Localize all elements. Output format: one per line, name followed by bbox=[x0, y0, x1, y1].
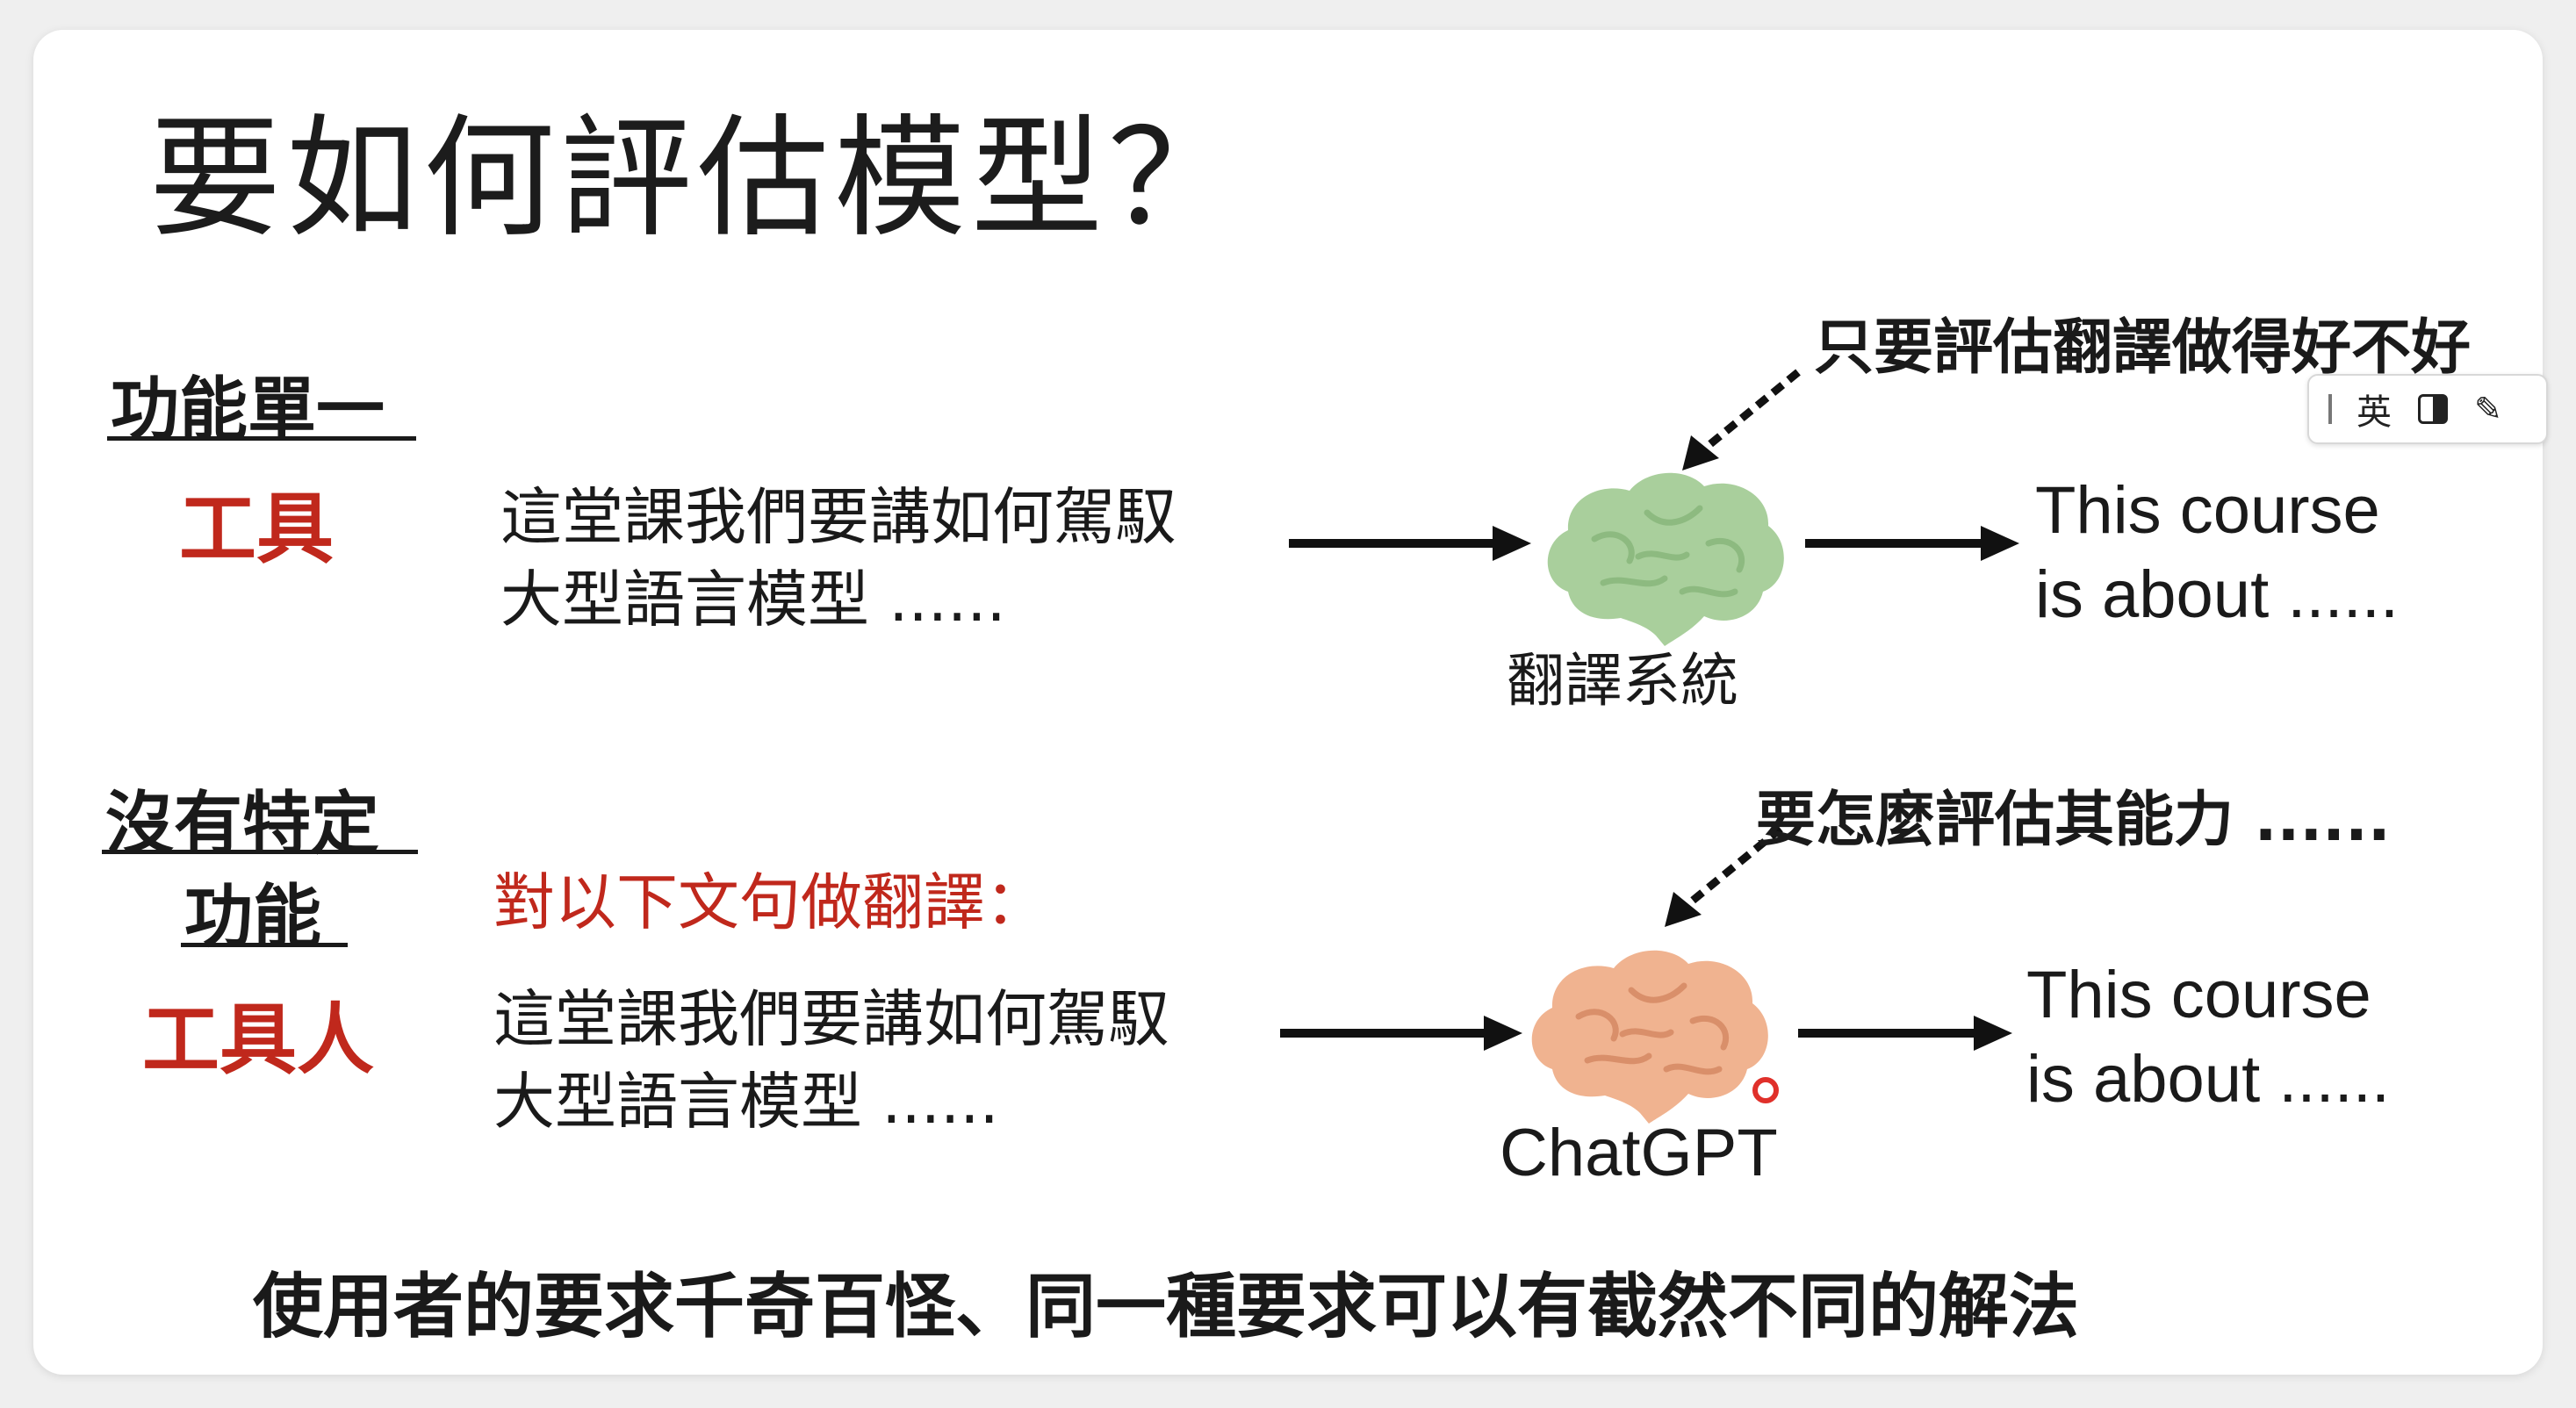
row2-output-arrow-icon bbox=[1798, 1016, 2012, 1051]
row1-brain-fill bbox=[1547, 472, 1784, 646]
ime-toolbar[interactable]: 英 ✎ bbox=[2307, 374, 2548, 444]
row1-category-underline bbox=[107, 436, 416, 441]
presentation-slide: 要如何評估模型？ 功能單一 工具 這堂課我們要講如何駕馭 大型語言模型 ....… bbox=[33, 30, 2543, 1375]
row2-type-label: 工具人 bbox=[142, 995, 375, 1085]
row2-output-line2: is about ...... bbox=[2026, 1042, 2390, 1117]
row2-annotation: 要怎麼評估其能力 ...... bbox=[1756, 786, 2391, 855]
row2-model-caption: ChatGPT bbox=[1500, 1116, 1778, 1190]
row1-output-arrow-icon bbox=[1805, 526, 2019, 561]
row2-input-arrow-icon bbox=[1280, 1016, 1522, 1051]
ime-language-toggle[interactable]: 英 bbox=[2357, 392, 2392, 433]
row2-category-underline2 bbox=[181, 943, 348, 947]
row1-input-arrow-icon bbox=[1289, 526, 1531, 561]
row1-type-label: 工具 bbox=[179, 484, 335, 574]
row1-annotation-arrow-icon bbox=[1682, 369, 1801, 471]
half-width-icon[interactable] bbox=[2418, 394, 2448, 424]
slide-title: 要如何評估模型？ bbox=[149, 103, 1246, 255]
row2-prompt-instruction: 對以下文句做翻譯： bbox=[493, 866, 1047, 938]
bottom-statement: 使用者的要求千奇百怪、同一種要求可以有截然不同的解法 bbox=[253, 1266, 2079, 1347]
row1-output-line1: This course bbox=[2035, 473, 2380, 548]
ime-pad-icon[interactable]: ✎ bbox=[2474, 390, 2502, 428]
row2-output-line1: This course bbox=[2026, 958, 2371, 1032]
row2-input-line2: 大型語言模型 ...... bbox=[493, 1066, 999, 1138]
grip-icon[interactable] bbox=[2328, 394, 2332, 424]
row2-brain-fill bbox=[1531, 950, 1768, 1124]
row2-annotation-arrow-icon bbox=[1665, 825, 1783, 927]
row2-category-underline1 bbox=[102, 850, 418, 854]
row1-input-line1: 這堂課我們要講如何駕馭 bbox=[500, 481, 1176, 553]
row2-brain-icon bbox=[1531, 950, 1768, 1124]
row1-input-line2: 大型語言模型 ...... bbox=[500, 564, 1006, 636]
row2-input-line1: 這堂課我們要講如何駕馭 bbox=[493, 983, 1169, 1055]
row1-brain-icon bbox=[1547, 472, 1784, 646]
row1-model-caption: 翻譯系統 bbox=[1507, 647, 1738, 715]
row1-annotation: 只要評估翻譯做得好不好 bbox=[1814, 313, 2472, 383]
row1-output-line2: is about ...... bbox=[2035, 557, 2399, 632]
laser-pointer-dot bbox=[1752, 1077, 1779, 1103]
